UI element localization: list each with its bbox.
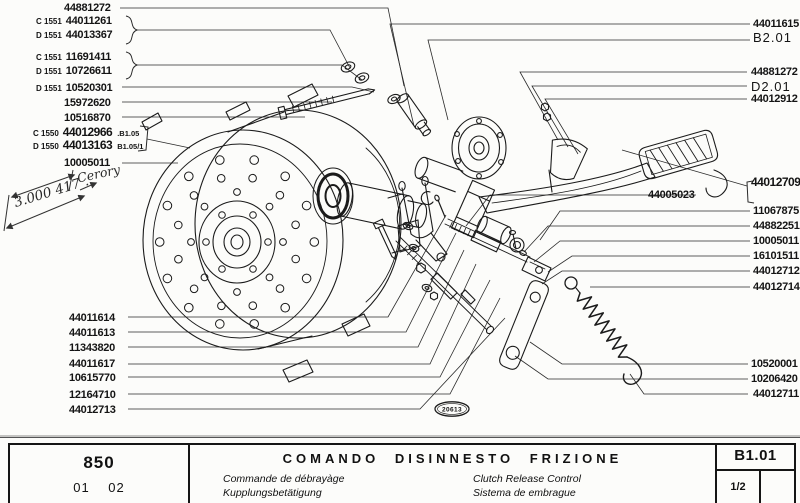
model-number: 850: [83, 453, 115, 472]
part-number-label: 11067875: [753, 205, 799, 217]
empty-cell: [761, 471, 794, 503]
mid-fasteners: [372, 218, 439, 301]
top-fasteners: [277, 61, 446, 218]
part-number: 10726611: [65, 65, 112, 77]
model-cell: 850 01 02: [10, 445, 190, 503]
part-number-label: 15972620: [64, 97, 111, 109]
handwritten-arrows: [3, 169, 98, 232]
release-bearing: [312, 167, 354, 225]
title-cell: COMANDO DISINNESTO FRIZIONE Commande de …: [190, 445, 717, 503]
part-number-label: 44012714: [753, 281, 800, 293]
page-title: COMANDO DISINNESTO FRIZIONE: [282, 451, 623, 466]
section-ref-label: B2.01: [753, 30, 792, 45]
variant-prefix: C 1550: [33, 129, 59, 138]
clutch-face-front: [142, 129, 344, 351]
part-number-label: 44882251: [753, 220, 800, 232]
subtitle-column-right: Clutch Release Control Sistema de embrag…: [473, 472, 581, 500]
page-indicator: 1/2: [717, 471, 761, 503]
clutch-pedal: [478, 129, 728, 214]
release-fork: [398, 175, 448, 262]
variant-prefix: D 1551: [36, 31, 62, 40]
part-number-label: 10005011: [753, 235, 799, 247]
part-number-label: 44012711: [753, 388, 799, 400]
part-number-label: 44012709: [751, 175, 800, 189]
section-ref: .B1.05: [117, 129, 140, 138]
section-cell: B1.01 1/2: [717, 445, 794, 503]
flywheel-holes: [154, 155, 320, 329]
part-number: 44013163: [62, 138, 113, 152]
page-row: 1/2: [717, 471, 794, 503]
adjusting-link-upper: [444, 218, 552, 282]
pedal-hub: [450, 179, 496, 239]
part-number-label: 44011617: [69, 358, 115, 370]
pivot-tube: [414, 156, 464, 193]
lever-bar: [499, 280, 549, 370]
part-number-label: 44011613: [69, 327, 115, 339]
subtitle-column-left: Commande de débrayàge Kupplungsbetätigun…: [223, 472, 344, 500]
c-clip: [420, 191, 434, 206]
variant-prefix: D 1551: [36, 67, 62, 76]
part-number: 44012966: [62, 125, 113, 139]
pedal-stop-bracket: [540, 102, 588, 193]
subtitle-de: Kupplungsbetätigung: [223, 487, 322, 499]
pivot-flange: [451, 116, 507, 180]
subtitle-es: Sistema de embrague: [473, 487, 576, 499]
part-number-label: 11343820: [69, 342, 115, 354]
separator-rule: [0, 437, 800, 438]
section-code: B1.01: [717, 445, 794, 471]
subtitle-fr: Commande de débrayàge: [223, 473, 345, 485]
bearing-sleeve: [336, 182, 428, 230]
model-code: 01 02: [73, 480, 125, 495]
stamp-text: 20613: [442, 407, 462, 414]
title-block-table: 850 01 02 COMANDO DISINNESTO FRIZIONE Co…: [8, 443, 796, 503]
hub-bolt-holes: [202, 211, 272, 273]
part-number-label: 10005011: [64, 157, 110, 169]
part-number-label: 44011614: [69, 312, 115, 324]
clutch-assembly-drawing: [141, 61, 728, 385]
part-number-label: 44012713: [69, 404, 116, 416]
clutch-cover-back: [194, 109, 402, 339]
part-number: 11691411: [65, 51, 112, 63]
part-number: 44013367: [65, 29, 113, 41]
thread-ticks: [291, 95, 471, 265]
part-number-label: 10615770: [69, 372, 116, 384]
part-number: 10520301: [65, 82, 113, 94]
part-number-label: 10516870: [64, 112, 111, 124]
part-number-label: 10520001: [751, 358, 798, 370]
part-number-label: 44012712: [753, 265, 800, 277]
part-number-label: 44881272: [64, 2, 111, 14]
variant-prefix: C 1551: [36, 53, 62, 62]
part-number-label: 16101511: [753, 250, 799, 262]
part-number-label: 44012912: [751, 93, 798, 105]
clevis-pin: [396, 93, 432, 137]
leader-lines: [0, 7, 800, 437]
title-block: 850 01 02 COMANDO DISINNESTO FRIZIONE Co…: [0, 437, 800, 503]
section-ref: B1.05/1: [117, 142, 144, 151]
section-ref-label: D2.01: [751, 79, 791, 94]
variant-prefix: D 1550: [33, 142, 59, 151]
drawing-number-stamp: 20613: [434, 401, 470, 417]
adjusting-link-lower: [395, 236, 495, 335]
part-number: 44011261: [65, 15, 112, 27]
part-number-label: 12164710: [69, 389, 116, 401]
variant-prefix: D 1551: [36, 84, 62, 93]
variant-prefix: C 1551: [36, 17, 62, 26]
part-number-label: 44011615: [753, 18, 799, 30]
subtitle-en: Clutch Release Control: [473, 473, 581, 485]
return-spring: [564, 276, 643, 385]
part-number-label: 44005023: [648, 189, 695, 201]
part-number-label: 44881272: [751, 66, 798, 78]
part-number-label: 10206420: [751, 373, 798, 385]
